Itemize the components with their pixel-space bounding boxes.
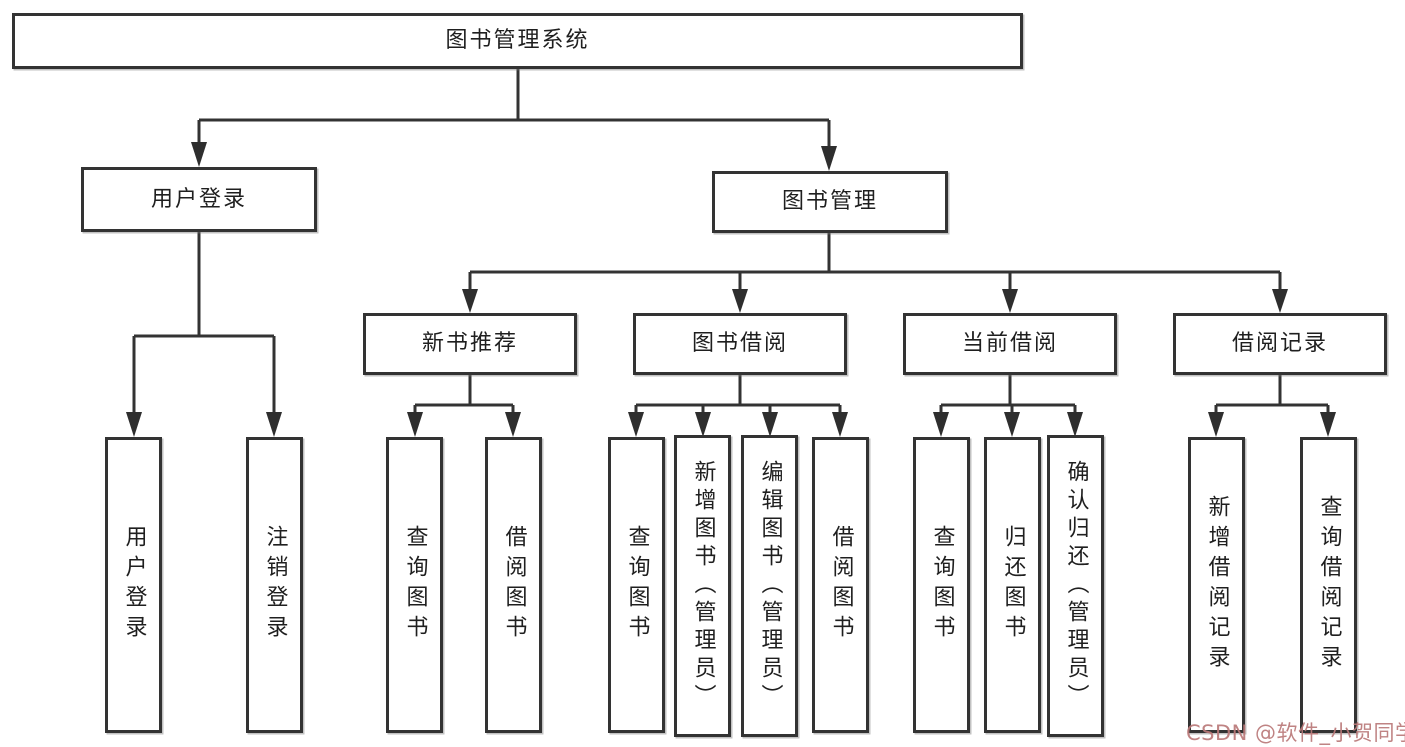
leaf-current-query-label: 查询图书 [929,525,955,645]
leaf-current-query: 查询图书 [913,437,970,733]
leaf-records-query: 查询借阅记录 [1300,437,1357,733]
connector-current-borrow-to-leaves [939,375,1077,416]
leaf-newbook-borrow-label: 借阅图书 [501,525,527,645]
node-book-borrow-label: 图书借阅 [691,331,788,356]
arrowhead-records-query [1320,412,1336,437]
arrowhead-records-add [1208,412,1224,437]
node-root-label: 图书管理系统 [445,28,590,53]
node-borrow-records: 借阅记录 [1173,313,1387,375]
leaf-current-return: 归还图书 [984,437,1041,733]
arrowhead-borrow-records [1272,289,1288,313]
leaf-borrow-add: 新增图书（管理员） [674,435,731,737]
arrowhead-leaf-logout [266,412,282,437]
leaf-borrow-edit: 编辑图书（管理员） [741,435,798,737]
node-new-book: 新书推荐 [363,313,577,375]
leaf-borrow-query: 查询图书 [608,437,665,733]
connector-root-to-level2 [197,69,831,150]
leaf-newbook-query-label: 查询图书 [402,525,428,645]
arrowhead-borrow-add [695,412,711,437]
node-book-borrow: 图书借阅 [633,313,847,375]
arrowhead-newbook-borrow [505,412,521,437]
leaf-newbook-query: 查询图书 [386,437,443,733]
node-user-login-label: 用户登录 [150,186,247,212]
leaf-records-query-label: 查询借阅记录 [1316,495,1342,675]
leaf-logout: 注销登录 [246,437,303,733]
leaf-user-login: 用户登录 [105,437,162,733]
arrowhead-borrow-query [628,412,644,437]
connector-user-login-to-leaves [132,232,276,416]
node-new-book-label: 新书推荐 [421,331,518,356]
arrowhead-newbook-query [407,412,423,437]
csdn-watermark: CSDN @软件_小贺同学 [1186,721,1405,745]
connector-book-borrow-to-leaves [634,375,842,416]
leaf-borrow-borrow-label: 借阅图书 [828,525,854,645]
leaf-newbook-borrow: 借阅图书 [485,437,542,733]
node-borrow-records-label: 借阅记录 [1231,331,1328,356]
leaf-borrow-edit-label: 编辑图书（管理员） [757,460,783,712]
arrowhead-leaf-user-login [126,412,142,437]
arrowhead-current-query [933,412,949,437]
arrowhead-user-login [191,142,207,167]
arrowhead-new-book [462,289,478,313]
node-root: 图书管理系统 [12,13,1023,69]
arrowhead-book-borrow [732,289,748,313]
node-book-mgmt-label: 图书管理 [781,189,878,214]
node-user-login: 用户登录 [81,167,317,232]
node-book-mgmt: 图书管理 [712,171,948,233]
leaf-current-return-label: 归还图书 [1000,525,1026,645]
arrowhead-book-mgmt [821,146,837,171]
leaf-borrow-add-label: 新增图书（管理员） [690,460,716,712]
node-current-borrow-label: 当前借阅 [961,331,1058,356]
leaf-records-add-label: 新增借阅记录 [1204,495,1230,675]
leaf-records-add: 新增借阅记录 [1188,437,1245,733]
leaf-current-confirm: 确认归还（管理员） [1047,435,1104,737]
leaf-logout-label: 注销登录 [262,525,288,645]
arrowhead-current-return [1004,412,1020,437]
arrowhead-borrow-edit [762,412,778,437]
arrowhead-current-confirm [1067,412,1083,437]
arrowhead-current-borrow [1002,289,1018,313]
connector-book-mgmt-to-level3 [468,233,1282,293]
leaf-borrow-query-label: 查询图书 [624,525,650,645]
node-current-borrow: 当前借阅 [903,313,1117,375]
leaf-borrow-borrow: 借阅图书 [812,437,869,733]
connector-new-book-to-leaves [413,375,515,416]
arrowhead-borrow-borrow [832,412,848,437]
connector-borrow-records-to-leaves [1214,375,1330,416]
leaf-current-confirm-label: 确认归还（管理员） [1063,460,1089,712]
leaf-user-login-label: 用户登录 [121,525,147,645]
